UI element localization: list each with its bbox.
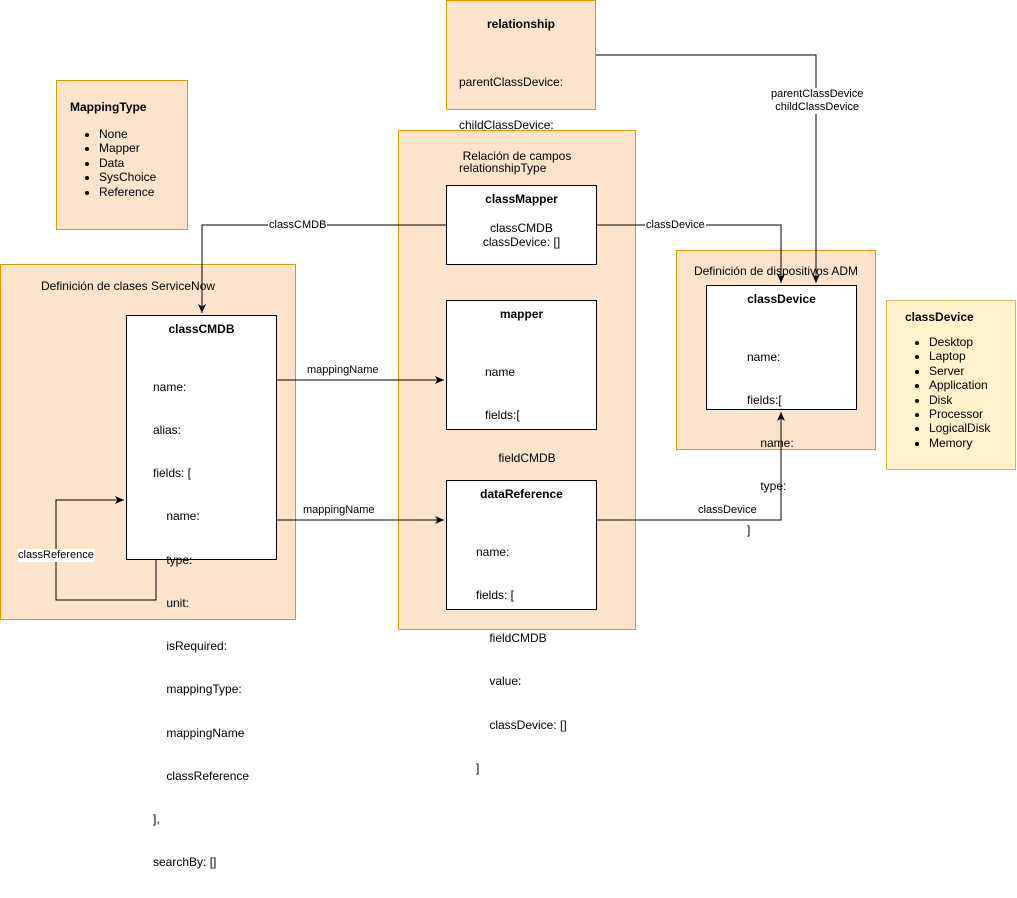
class-mapper-field: classCMDB	[490, 221, 553, 235]
class-mapper-field: classDevice: []	[482, 235, 561, 250]
class-cmdb-field: alias:	[153, 423, 182, 438]
class-device-field: ]	[747, 522, 751, 537]
edge-data-reference-to-class-device	[597, 412, 785, 521]
edge-label-relationship: parentClassDevice childClassDevice	[770, 88, 865, 114]
edge-label-mapping-name-2: mappingName	[303, 504, 375, 516]
relationship-fields: parentClassDevice: childClassDevice: rel…	[459, 46, 563, 204]
class-device-fields: name: fields:[ name: type: ]	[747, 321, 794, 566]
list-item: LogicalDisk	[929, 421, 990, 435]
class-device-list: Desktop Laptop Server Application Disk P…	[887, 335, 990, 450]
class-device-box: classDevice name: fields:[ name: type: ]	[706, 285, 857, 537]
list-item: Memory	[929, 436, 990, 450]
class-cmdb-field: fields: [	[153, 466, 192, 481]
relationship-title: relationship	[486, 17, 555, 31]
relationship-field: parentClassDevice:	[459, 74, 564, 89]
class-cmdb-field: searchBy: []	[153, 855, 217, 870]
relationship-note: relationship parentClassDevice: childCla…	[446, 0, 596, 175]
mapping-type-note: MappingType None Mapper Data SysChoice R…	[56, 80, 188, 230]
data-reference-field: ]	[476, 760, 480, 775]
list-item: Data	[99, 156, 156, 170]
servicenow-group-label: Definición de clases ServiceNow	[40, 279, 216, 293]
list-item: None	[99, 127, 156, 141]
list-item: Processor	[929, 407, 990, 421]
edge-label-class-reference: classReference	[17, 549, 95, 562]
data-reference-field: fields: [	[476, 588, 515, 603]
class-cmdb-field: isRequired:	[153, 639, 228, 654]
class-device-field: fields:[	[747, 393, 782, 408]
mapper-field: name	[485, 364, 516, 379]
mapper-title: mapper	[499, 307, 544, 321]
list-item: Laptop	[929, 349, 990, 363]
class-device-field: type:	[747, 479, 787, 494]
mapper-field: fields:[	[485, 408, 520, 423]
connectors	[55, 54, 820, 601]
mapping-type-title: MappingType	[70, 100, 147, 114]
class-device-field: name:	[747, 436, 794, 451]
class-cmdb-field: name:	[153, 509, 200, 524]
class-device-list-title: classDevice	[905, 310, 974, 324]
mapper-field: fieldCMDB	[485, 451, 556, 466]
list-item: Disk	[929, 393, 990, 407]
class-cmdb-title: classCMDB	[168, 322, 235, 336]
data-reference-field: fieldCMDB	[476, 631, 547, 646]
edge-relationship-to-class-device	[596, 54, 820, 283]
edge-label-class-device-bottom: classDevice	[698, 504, 757, 516]
data-reference-field: value:	[476, 674, 522, 689]
edge-label-class-device-top: classDevice	[645, 219, 706, 232]
class-cmdb-field: unit:	[153, 595, 190, 610]
list-item: SysChoice	[99, 170, 156, 184]
class-cmdb-field: ],	[153, 812, 160, 826]
list-item: Application	[929, 378, 990, 392]
class-device-field: name:	[747, 349, 781, 364]
relationship-field: relationshipType	[459, 161, 547, 176]
class-cmdb-field: classReference	[153, 768, 250, 783]
edge-label-mapping-name-1: mappingName	[307, 364, 379, 376]
list-item: Mapper	[99, 141, 156, 155]
data-reference-title: dataReference	[480, 487, 563, 501]
data-reference-field: classDevice: []	[476, 717, 567, 732]
class-cmdb-field: mappingType:	[153, 682, 242, 697]
edge-class-mapper-to-class-device	[597, 224, 785, 283]
list-item: Desktop	[929, 335, 990, 349]
list-item: Server	[929, 364, 990, 378]
campos-group-label: Relación de campos	[462, 149, 572, 163]
class-mapper-fields: classCMDB classDevice: []	[447, 221, 596, 250]
class-mapper-title: classMapper	[485, 192, 558, 206]
class-device-list-note: classDevice Desktop Laptop Server Applic…	[886, 300, 1016, 470]
class-cmdb-field: mappingName	[153, 725, 245, 740]
class-cmdb-field: type:	[153, 552, 193, 567]
class-cmdb-field: name:	[153, 379, 187, 394]
mapping-type-list: None Mapper Data SysChoice Reference	[57, 127, 156, 199]
edge-class-mapper-to-class-cmdb	[198, 224, 446, 313]
class-mapper-box: classMapper classCMDB classDevice: []	[446, 185, 597, 265]
data-reference-field: name:	[476, 544, 510, 559]
edge-class-cmdb-self-reference	[55, 496, 157, 601]
list-item: Reference	[99, 185, 156, 199]
relationship-field: childClassDevice:	[459, 118, 554, 133]
class-device-title: classDevice	[747, 292, 816, 306]
edge-label-class-cmdb: classCMDB	[268, 219, 328, 232]
